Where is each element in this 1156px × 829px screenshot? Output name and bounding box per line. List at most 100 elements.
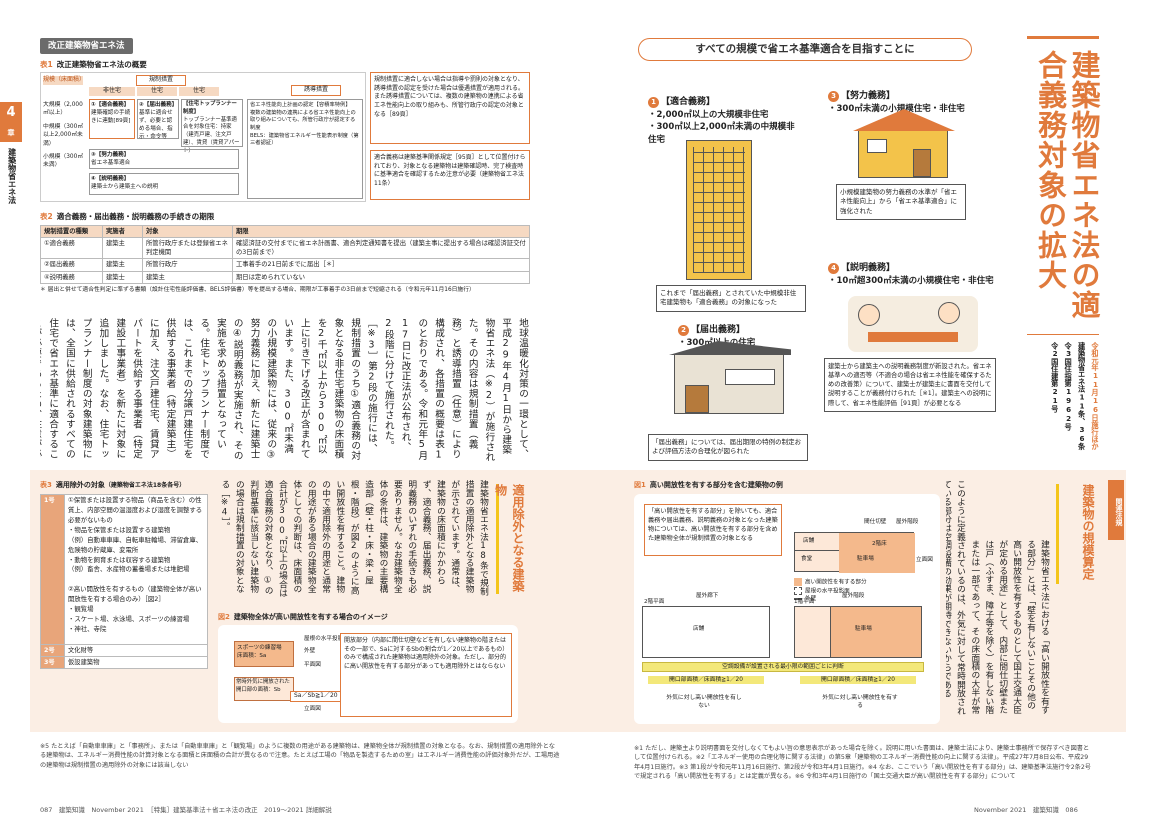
table3-num: 表3: [40, 481, 52, 489]
fig1-lbl-2f-floor: 2階床: [872, 541, 887, 547]
fig2-ratio: Sa／Sb≧1／20: [290, 691, 342, 702]
scale-text2: このように定義されているのは、外気に対して常時開放されている部分は空調設備の効果…: [946, 480, 965, 715]
fig1-lbl-wall: 外壁: [805, 596, 817, 603]
fig2-panel: スポーツの練習場 床面積：Sa 屋根の水平投影面 外壁 平面図 常時外気に開放さ…: [218, 625, 518, 723]
t1-item-3: ②【届出義務】: [139, 102, 178, 108]
caption-4: 建築士から建築主への説明義務制度が新設された。省エネ基準への適否等（不適合の場合…: [824, 358, 996, 412]
obligation-4-num: 4: [828, 263, 839, 274]
table2-num: 表2: [40, 212, 53, 221]
fig1-lbl-ext-stair-top: 屋外階段: [896, 519, 919, 525]
right-footnote: ※1 ただし、建築主より説明書面を交付しなくてもよい旨の意思表示があった場合を除…: [634, 745, 1091, 780]
banner: すべての規模で省エネ基準適合を目指すことに: [638, 38, 972, 62]
obligation-3-num: 3: [828, 91, 839, 102]
fig1-out-right: 外気に対し高い開放性を有する: [822, 695, 898, 710]
t1-item-5: ③【努力義務】: [91, 152, 130, 158]
right-page-footer: November 2021 建築知識 086: [974, 806, 1078, 814]
law-info: 令和元年11月16日施行ほか 建築物省エネ法11条、36条 令3国住指第1962…: [1034, 342, 1100, 462]
fig1-ratio-right: 開口部面積／床面積≧1／20: [800, 676, 916, 685]
office-building-icon: [686, 140, 752, 280]
table2-note: ＊ 届出と併せて適合性判定に準ずる書類（設計住宅性能評価書、BELS評価書）等を…: [40, 286, 475, 293]
fig1-elevation: 店舗 駐車場 食堂: [794, 532, 915, 573]
right-page: すべての規模で省エネ基準適合を目指すことに 1【適合義務】 ・2,000㎡以上の…: [578, 0, 1156, 829]
obligation-1-num: 1: [648, 97, 659, 108]
scale-text: 建築物省エネ法における「高い開放性を有する部分」とは、「壁を有しないことその他の…: [970, 540, 1049, 714]
t2-r1c2: 所管行政庁: [142, 258, 233, 272]
t1-item-6: 省エネ基準適合: [91, 160, 131, 167]
t1-item-2: 建築確認の手続きに連動[89頁]: [91, 110, 131, 125]
title-bar: [1027, 36, 1099, 39]
fig2-lbl-area: 床面積：Sa: [237, 653, 267, 660]
t2-h0: 規制措置の種類: [40, 224, 103, 239]
fig1-plan1f: 駐車場: [794, 606, 922, 658]
caption-2: 「届出義務」については、届出期限の特例の制定および評価方法の合理化が図られた: [648, 434, 808, 461]
fig1-ac-band: 空調設備が設置される最小限の範囲ごとに判断: [642, 662, 924, 673]
t1-item-8: 建築士から建築主への説明: [91, 184, 159, 191]
table1-diagram: 規模（床面積） 非住宅 住宅 住宅 規制措置 誘導措置 大規模（2,000㎡以上…: [40, 72, 366, 202]
t3-r2c0: 3号: [40, 656, 65, 670]
obligation-3: 3【努力義務】 ・300㎡未満の小規模住宅・非住宅: [828, 90, 988, 115]
fig1-lbl-park2: 駐車場: [855, 626, 872, 632]
law-info-4: 令2国住建第21号: [1050, 342, 1060, 413]
obligation-1-desc: ・2,000㎡以上の大規模非住宅 ・300㎡以上2,000㎡未満の中規模非住宅: [648, 110, 795, 145]
fig2-num: 図2: [218, 613, 230, 621]
fig1-lbl-corridor: 屋外廊下: [696, 593, 719, 599]
fig1-lbl-ext-stair: 屋外階段: [842, 593, 865, 599]
table2-title-text: 適合義務・届出義務・説明義務の手続きの期限: [56, 212, 215, 221]
fig2-lbl-plan: 平面図: [304, 662, 321, 668]
t2-r1c1: 建築主: [102, 258, 143, 272]
table-row: 1号 ①保管または設置する物品（商品を含む）の性質上、内部空間の温湿度および湿度…: [40, 494, 208, 645]
t2-r2c3: 期日は定められていない: [232, 270, 530, 284]
t2-r0c3: 確認済証の交付までに省エネ計画書、適合判定通知書を提出（建築主事に提出する場合は…: [232, 237, 530, 260]
caption-1: これまで「届出義務」とされていた中規模非住宅建築物も「適合義務」の対象になった: [656, 285, 806, 312]
t1-item-10: トップランナー基準適合を対象住宅：持家（建売戸建、注文戸建）、賃貸（賃貸アパート…: [183, 116, 240, 154]
table3-title-text: 適用除外の対象: [55, 481, 105, 489]
table2: 規制措置の種類 実施者 対象 期限 ①適合義務 建築主 所管行政庁または登録省エ…: [40, 224, 530, 294]
t3-r1c0: 2号: [40, 643, 65, 658]
t1-scale-large: 大規模（2,000㎡以上）: [43, 102, 83, 117]
t1-head-res1: 住宅: [137, 87, 177, 96]
t2-r1c0: ②届出義務: [40, 258, 103, 272]
t1-right-1: 省エネ性能向上計画の認定【容積率特例】: [250, 102, 351, 108]
t1-cell-5: 【住宅トップランナー制度】 トップランナー基準適合を対象住宅：持家（建売戸建、注…: [181, 99, 243, 154]
fig1-ratio-left: 開口部面積／床面積≧1／20: [648, 676, 764, 685]
obligation-1: 1【適合義務】 ・2,000㎡以上の大規模非住宅 ・300㎡以上2,000㎡未満…: [648, 96, 798, 146]
t1-cell-2: ②【届出義務】 基準に適合せず、必要と認める場合、指示・命令等: [137, 99, 179, 140]
fig2-lbl-opening: 常時外気に開放された開口部の面積：Sb: [236, 679, 290, 693]
table-row: ①適合義務 建築主 所管行政庁または登録省エネ判定機関 確認済証の交付までに省エ…: [40, 237, 530, 260]
chapter-tab: 4 章: [0, 102, 22, 142]
obligation-4-desc: ・10㎡超300㎡未満の小規模住宅・非住宅: [828, 276, 994, 287]
obligation-4-title: 【説明義務】: [841, 263, 896, 273]
fig1-legend: 高い開放性を有する部分 屋根の水平投影面 外壁: [794, 578, 934, 603]
fig1-lbl-open: 高い開放性を有する部分: [805, 579, 867, 586]
table1-note2: 適合義務は建築基準関係規定［95頁］として位置付けられており、対象となる建築物は…: [370, 150, 530, 200]
fig1-num: 図1: [634, 481, 646, 489]
scale-subhead: 建築物の規模算定: [1056, 484, 1096, 584]
fig1-title-text: 高い開放性を有する部分を含む建築物の例: [649, 481, 783, 489]
t3-r0c0: 1号: [40, 494, 65, 645]
table-row: 2号 文化財等: [40, 643, 208, 658]
exempt-subhead: 適用除外となる建築物: [493, 484, 525, 594]
left-footnote: ※5 たとえば「自動車車庫」と「事務所」、または「自動車車庫」と「観覧場」のよう…: [40, 743, 560, 769]
fig1-lbl-shop1: 店舗: [803, 538, 815, 544]
left-page-footer: 087 建築知識 November 2021 ［特集］建築基準法＋省エネ法の改正…: [40, 806, 332, 814]
table3-title-sub: （建築物省エネ法18条各号）: [104, 482, 186, 489]
t2-h1: 実施者: [102, 224, 143, 239]
law-info-1: 令和元年11月16日施行ほか: [1091, 342, 1100, 450]
side-tag: 関連法規: [1108, 480, 1124, 540]
exempt-text: 建築物省エネ法18条で規制措置の適用除外となる建築物が示されています。通常は、建…: [219, 480, 488, 597]
fig1-lbl-shop2: 店舗: [693, 626, 705, 632]
obligation-3-desc: ・300㎡未満の小規模住宅・非住宅: [828, 104, 965, 115]
meeting-illustration: [848, 296, 978, 352]
law-info-3: 令3国住指第1962号: [1064, 342, 1074, 431]
table-row: ④説明義務 建築士 建築主 期日は定められていない: [40, 270, 530, 284]
t2-r0c2: 所管行政庁または登録省エネ判定機関: [142, 237, 233, 260]
t2-h2: 対象: [142, 224, 233, 239]
fig2-lbl-wall: 外壁: [304, 648, 316, 654]
t1-scale-mid: 中規模（300㎡以上2,000㎡未満）: [43, 124, 84, 147]
fig2-elev-box: 常時外気に開放された開口部の面積：Sb: [234, 677, 294, 701]
fig1-note: 「高い開放性を有する部分」を除いても、適合義務や届出義務、説明義務の対象となった…: [644, 504, 782, 556]
